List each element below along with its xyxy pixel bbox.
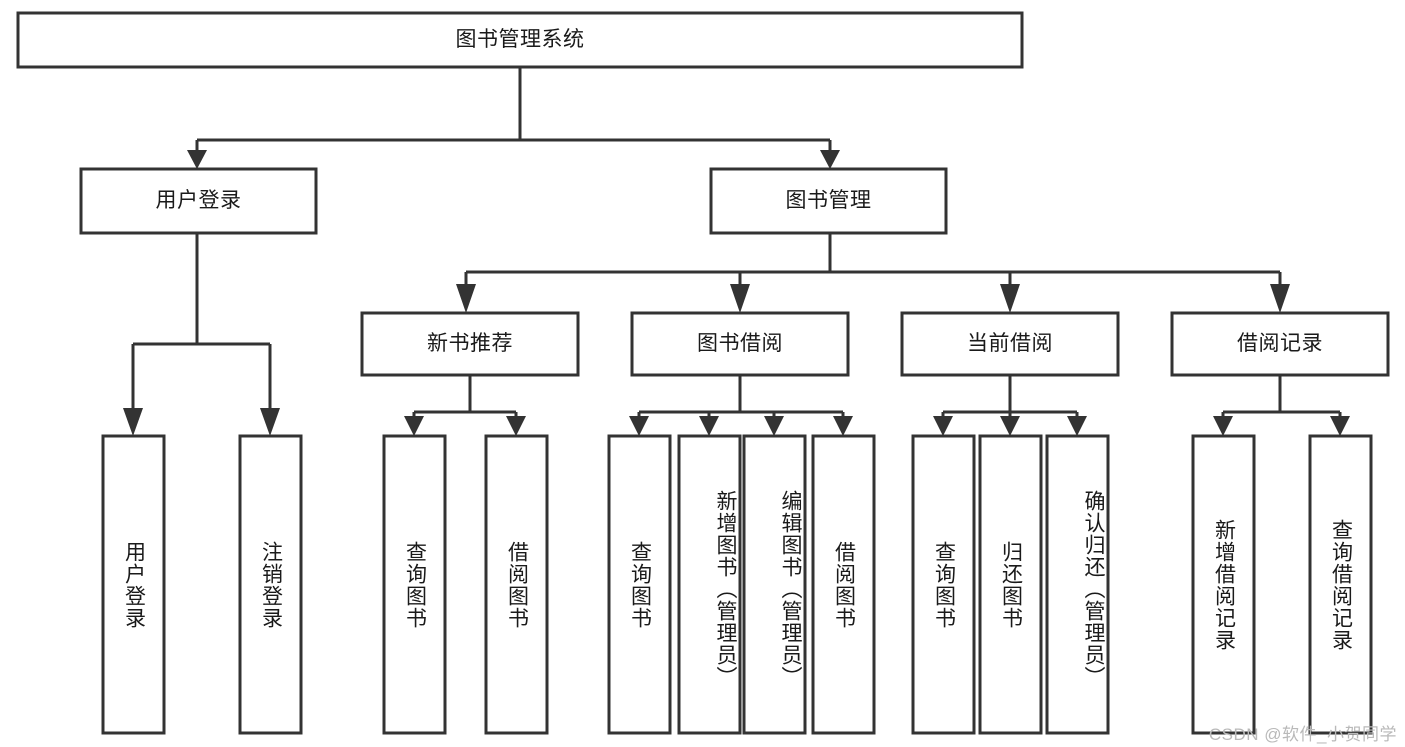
leaf-return-book-box[interactable] <box>978 434 1043 735</box>
leaf-logout-box[interactable] <box>238 434 303 735</box>
leaf-add-borrow-record-box[interactable] <box>1191 434 1256 735</box>
edge-newbook-to-leaves <box>404 375 526 436</box>
leaf-edit-book-admin-box[interactable] <box>742 434 807 735</box>
leaf-confirm-return-admin-box[interactable] <box>1045 434 1110 735</box>
leaf-query-book-1-box[interactable] <box>382 434 447 735</box>
leaf-query-book-2-box[interactable] <box>607 434 672 735</box>
leaf-add-book-admin-box[interactable] <box>677 434 742 735</box>
edge-root-to-level2 <box>187 67 840 169</box>
node-current-borrow-box[interactable] <box>900 311 1120 377</box>
edge-bookmgmt-to-level3 <box>456 233 1290 313</box>
leaf-user-login-box[interactable] <box>101 434 166 735</box>
node-borrow-record-box[interactable] <box>1170 311 1390 377</box>
edge-currentborrow-to-leaves <box>933 375 1087 436</box>
edge-userlogin-to-leaves <box>123 233 280 436</box>
node-book-borrow-box[interactable] <box>630 311 850 377</box>
node-new-book-recommend-box[interactable] <box>360 311 580 377</box>
edge-bookborrow-to-leaves <box>629 375 853 436</box>
node-user-login-box[interactable] <box>79 167 318 235</box>
csdn-watermark: CSDN @软件_小贺同学 <box>1208 725 1397 744</box>
leaf-borrow-book-2-box[interactable] <box>811 434 876 735</box>
root-node-box[interactable] <box>16 11 1024 69</box>
leaf-query-book-3-box[interactable] <box>911 434 976 735</box>
leaf-query-borrow-record-box[interactable] <box>1308 434 1373 735</box>
edge-borrowrecord-to-leaves <box>1213 375 1350 436</box>
leaf-borrow-book-1-box[interactable] <box>484 434 549 735</box>
node-book-management-box[interactable] <box>709 167 948 235</box>
